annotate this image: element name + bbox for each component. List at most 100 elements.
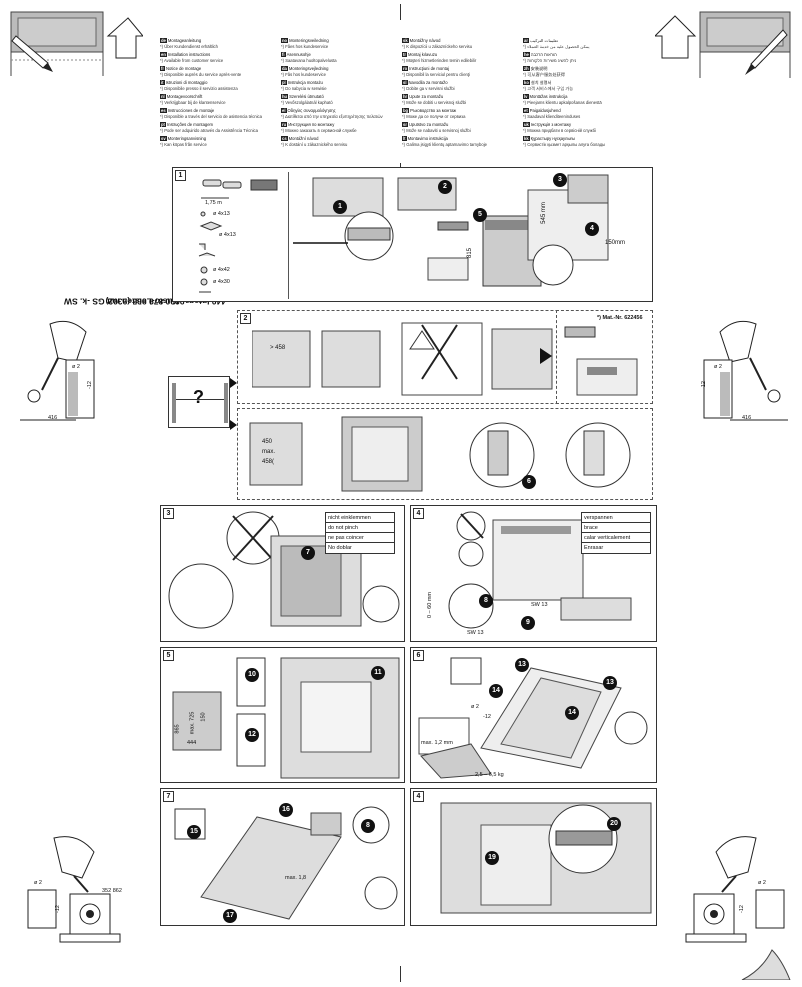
drill-icon [703,320,788,421]
language-note: *) يمكن الحصول عليه من خدمة العملاء [523,44,590,49]
step-marker: 13 [515,658,529,672]
bottom-right-drill-diagram: ø 2 -12 [680,830,795,981]
step-marker: 14 [565,706,579,720]
screw-label: ø 4x13 [213,211,230,217]
step-panel-3: 3 7 nicht einklemmen do not pinch ne pas… [160,505,405,642]
language-note: *) Disponibile presso il servizio assist… [160,86,238,91]
step-panel-5: 5 10 11 12 865 max. 725 150 444 [160,647,405,783]
wall-right [224,383,228,423]
wall-left [172,383,176,423]
language-note: *) Kan köpas från service [160,142,207,147]
panel-number: 4 [413,791,424,802]
dimension-label: 545 mm [540,202,547,224]
warning-text: brace [582,523,650,533]
thickness-label: max. 1,2 mm [421,740,453,746]
step-marker: 6 [522,475,536,489]
warning-text: calar verticalement [582,533,650,543]
step-marker: 1 [333,200,347,214]
language-note: *) Fås hos kundeservice [281,72,326,77]
warning-box: verspannen brace calar verticalement Enr… [581,512,651,554]
dimension-label: 458( [262,459,275,465]
screw-label: ø 4x42 [213,267,230,273]
cabinet-illustration: > 458 [251,319,642,399]
step-panel-4b: 4 19 20 [410,788,657,926]
width-arrow [175,399,225,400]
step-marker: 9 [521,616,535,630]
language-note: *) Može se nabaviti u servisnoj službi [402,128,471,133]
step-panel-1: 1 1,75 m ø 4x13 ø 4x13 [172,167,653,302]
material-number: *) Mat.-Nr. 622456 [597,315,643,321]
pointer-arrow [230,378,237,388]
panel-number: 7 [163,791,174,802]
document-title: 440 Integr.- Kusto-Leisten mit GS -k. SW… [64,297,226,308]
step-marker: 15 [187,825,201,839]
step-panel-6: 6 13 13 14 14 ø 2 -12 max. 1,2 mm 2,5 – … [410,647,657,783]
drill-diameter-label: ø 2 [34,880,42,886]
language-note: *) Fåes hos kundeservice [281,44,329,49]
panel-number: 3 [163,508,174,519]
screw-label: ø 4x30 [213,279,230,285]
width-label: 416 [48,415,58,421]
dimension-label: 150 [200,712,207,722]
screw-label: ø 4x13 [219,232,236,238]
warning-box: nicht einklemmen do not pinch ne pas coi… [325,512,395,554]
step-marker: 7 [301,546,315,560]
dimension-label: 865 [174,724,181,734]
language-note: *) Може да се получи от сервиза [402,114,466,119]
registration-mark [400,4,401,20]
dimension-label: 815 [467,247,474,259]
language-note: *) Verkrijgbaar bij de klantenservice [160,100,226,105]
divider [288,172,289,299]
drill-icon [685,836,791,981]
language-note: *) 고객 서비스에서 구입 가능 [523,86,574,91]
wrench-size-label: SW 13 [467,630,484,636]
language-note: *) Pode ser adquirido através da Assistê… [160,128,258,133]
step-marker: 11 [371,666,385,680]
optional-part-panel: *) Mat.-Nr. 622456 [556,310,653,404]
top-left-pictogram [8,8,145,78]
warning-text: nicht einklemmen [326,513,394,523]
language-note: *) Do nabycia w serwisie [281,86,327,91]
drill-depth-label: -12 [54,905,61,913]
panel-number: 4 [413,508,424,519]
language-note: *) ניתן להשיג משירות הלקוחות [523,58,577,63]
wrench-size-label: SW 13 [531,602,548,608]
language-note: *) Available from customer service [160,58,224,63]
step-marker: 10 [245,668,259,682]
language-note: *) K dostání u zákaznického servisu [281,142,348,147]
drill-icon [20,320,95,421]
dimension-label: 150mm [605,240,626,246]
panel-number: 5 [163,650,174,661]
step-panel-2-variant: 450 max. 458( 6 [237,408,653,500]
dishwasher-install-illustration [293,174,609,287]
question-mark: ? [193,387,204,407]
door-panel-illustration [418,657,648,779]
language-note: *) Može se dobiti u servisnoj službi [402,100,467,105]
language-note: *) Сервистік қызмет арқылы алуға болады [523,142,606,147]
installation-illustration: 1 2 3 4 5 545 mm 815 150mm [293,170,648,300]
